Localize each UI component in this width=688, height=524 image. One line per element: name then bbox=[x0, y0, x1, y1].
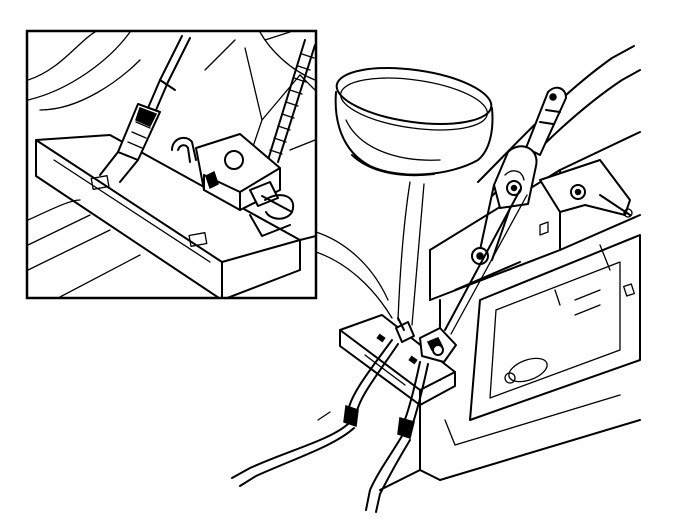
detail-inset bbox=[25, 29, 393, 319]
parking-brake-lever bbox=[471, 86, 567, 265]
brake-cables bbox=[231, 189, 528, 513]
cable-hook bbox=[171, 133, 295, 237]
cable-equalizer-bracket bbox=[395, 317, 457, 363]
lever-pivot-bracket bbox=[539, 159, 633, 218]
console-assembly bbox=[379, 45, 641, 491]
loop-callout bbox=[334, 67, 494, 326]
